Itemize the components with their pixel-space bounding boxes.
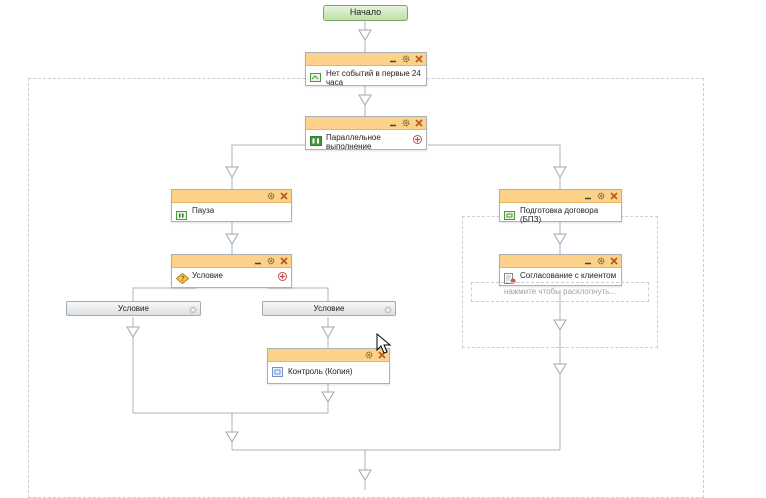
- start-node[interactable]: Начало: [323, 5, 408, 21]
- gear-icon[interactable]: [365, 351, 373, 359]
- minimize-icon[interactable]: [389, 55, 397, 63]
- step-parallel[interactable]: Параллельное выполнение: [305, 116, 427, 151]
- block-header: [172, 255, 291, 268]
- remove-branch-icon[interactable]: [189, 305, 197, 318]
- step-no-events[interactable]: Нет событий в первые 24 часа: [305, 52, 427, 87]
- step-label: Пауза: [192, 206, 215, 215]
- branch-condition-left[interactable]: Условие: [66, 301, 201, 316]
- step-label: Параллельное выполнение: [326, 133, 381, 151]
- condition-icon: ?: [175, 271, 190, 286]
- block-header: [172, 190, 291, 203]
- block-header: [306, 53, 426, 66]
- start-node-label: Начало: [349, 7, 382, 17]
- gear-icon[interactable]: [597, 257, 605, 265]
- close-icon[interactable]: [280, 257, 288, 265]
- remove-branch-icon[interactable]: [384, 305, 392, 318]
- svg-text:?: ?: [181, 275, 185, 283]
- gear-icon[interactable]: [267, 192, 275, 200]
- add-branch-icon[interactable]: [278, 272, 287, 283]
- branch-label: Условие: [118, 304, 149, 313]
- add-branch-icon[interactable]: [413, 135, 422, 146]
- branch-label: Условие: [313, 304, 345, 313]
- expand-hint-label: нажмите чтобы расклопнуть...: [503, 287, 617, 296]
- close-icon[interactable]: [415, 119, 423, 127]
- block-header: [268, 349, 389, 362]
- step-label: Согласование с клиентом: [520, 271, 617, 280]
- step-label: Условие: [192, 271, 223, 280]
- minimize-icon[interactable]: [584, 192, 592, 200]
- block-header: [306, 117, 426, 130]
- pause-icon: [176, 206, 187, 222]
- minimize-icon[interactable]: [254, 257, 262, 265]
- step-contract-prep[interactable]: Подготовка договора (БПЗ): [499, 189, 622, 224]
- close-icon[interactable]: [415, 55, 423, 63]
- gear-icon[interactable]: [267, 257, 275, 265]
- block-header: [500, 255, 621, 268]
- subprocess-icon: [504, 206, 515, 222]
- step-client-approval[interactable]: Согласование с клиентом: [499, 254, 622, 286]
- block-header: [500, 190, 621, 203]
- step-condition[interactable]: ? Условие: [171, 254, 292, 288]
- expand-hint[interactable]: нажмите чтобы расклопнуть...: [471, 282, 649, 302]
- close-icon[interactable]: [610, 257, 618, 265]
- step-label: Контроль (Копия): [288, 367, 353, 376]
- step-pause[interactable]: Пауза: [171, 189, 292, 222]
- step-label: Нет событий в первые 24 часа: [326, 69, 421, 87]
- mouse-cursor-icon: [376, 333, 392, 354]
- minimize-icon[interactable]: [584, 257, 592, 265]
- step-control-copy[interactable]: Контроль (Копия): [267, 348, 390, 384]
- minimize-icon[interactable]: [389, 119, 397, 127]
- parallel-icon: [310, 133, 322, 148]
- gear-icon[interactable]: [402, 55, 410, 63]
- step-label: Подготовка договора (БПЗ): [520, 206, 599, 224]
- control-icon: [272, 367, 283, 379]
- event-wait-icon: [310, 69, 321, 84]
- branch-condition-right[interactable]: Условие: [262, 301, 396, 316]
- gear-icon[interactable]: [402, 119, 410, 127]
- gear-icon[interactable]: [597, 192, 605, 200]
- close-icon[interactable]: [280, 192, 288, 200]
- close-icon[interactable]: [610, 192, 618, 200]
